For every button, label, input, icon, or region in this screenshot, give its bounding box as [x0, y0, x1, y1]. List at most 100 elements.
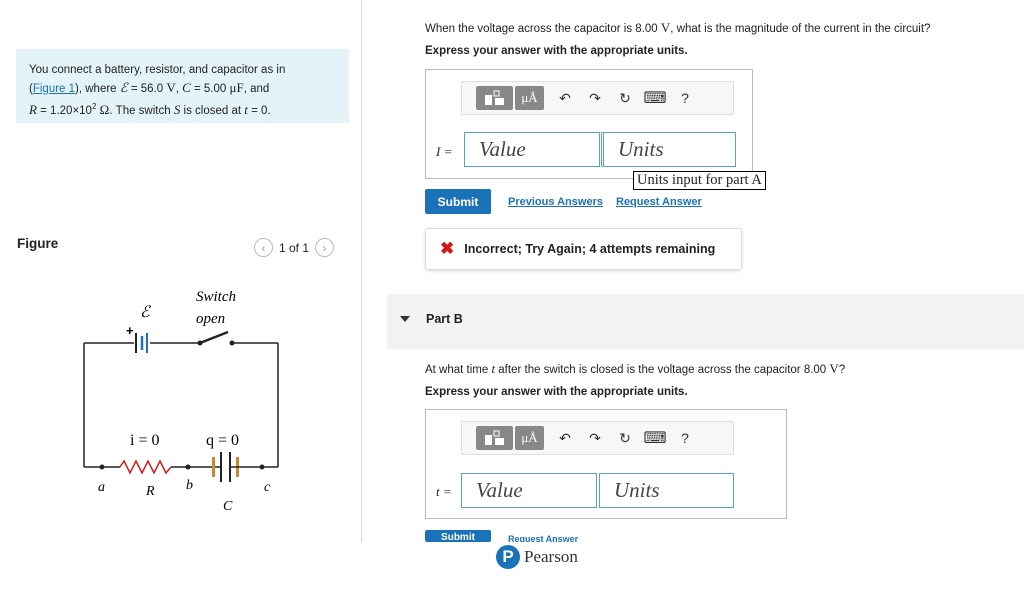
emf-label: ℰ: [140, 304, 152, 321]
question-unit: V: [660, 20, 671, 35]
part-b-toolbar: μÅ ↶ ↷ ↻ ⌨ ?: [461, 421, 734, 455]
panel-divider: [361, 0, 362, 542]
switch-open-label: open: [196, 311, 225, 327]
redo-icon[interactable]: ↷: [589, 89, 601, 106]
collapse-triangle-icon[interactable]: [400, 316, 410, 322]
problem-text: = 0.: [247, 104, 271, 117]
part-a-value-input[interactable]: Value: [464, 132, 600, 167]
units-icon: μÅ: [521, 430, 538, 445]
node-c: [259, 464, 265, 470]
right-panel: When the voltage across the capacitor is…: [387, 0, 1024, 598]
feedback-text: Incorrect; Try Again; 4 attempts remaini…: [464, 242, 716, 256]
part-b-variable: t =: [436, 484, 452, 499]
templates-button[interactable]: [476, 86, 513, 110]
pager-count: 1 of 1: [279, 240, 310, 255]
part-a-variable: I =: [436, 144, 453, 159]
problem-text: . The switch: [109, 104, 174, 117]
undo-icon[interactable]: ↶: [559, 89, 571, 106]
resistance-symbol: R: [29, 101, 37, 117]
resistance-exponent: 2: [91, 102, 97, 111]
incorrect-icon: ✖: [440, 239, 455, 258]
time-symbol: t: [491, 361, 496, 376]
charge-label: q = 0: [206, 432, 239, 449]
units-button[interactable]: μÅ: [515, 426, 544, 450]
part-a-question: When the voltage across the capacitor is…: [425, 20, 930, 36]
reset-icon[interactable]: ↻: [619, 89, 631, 106]
resistance-value: = 1.20×10: [36, 104, 92, 117]
node-c-label: c: [264, 480, 271, 495]
redo-icon[interactable]: ↷: [589, 429, 601, 446]
part-a-units-input[interactable]: Units: [601, 132, 736, 167]
problem-text: , and: [243, 83, 270, 95]
part-b-request-answer-link[interactable]: Request Answer: [508, 535, 579, 542]
question-text: ?: [838, 364, 846, 376]
part-a-instructions: Express your answer with the appropriate…: [425, 45, 688, 57]
node-b-label: b: [186, 478, 193, 493]
chevron-right-icon: ›: [322, 240, 327, 255]
next-figure-button[interactable]: ›: [315, 238, 335, 257]
part-b-header[interactable]: [387, 294, 1024, 349]
problem-text: is closed at: [180, 104, 245, 117]
resistor-label: R: [145, 484, 155, 499]
question-text: When the voltage across the capacitor is…: [425, 23, 661, 35]
prev-figure-button[interactable]: ‹: [254, 238, 273, 257]
capacitance-value: = 5.00: [190, 83, 230, 95]
figure-heading: Figure: [17, 236, 59, 251]
problem-text: ), where: [75, 83, 120, 95]
request-answer-link[interactable]: Request Answer: [616, 196, 702, 208]
emf-value: = 56.0: [127, 83, 167, 95]
templates-button[interactable]: [476, 426, 513, 450]
templates-icon: [484, 90, 504, 105]
part-b-question: At what time t after the switch is close…: [425, 361, 845, 377]
part-b-units-input[interactable]: Units: [599, 473, 734, 508]
figure-pager: ‹ 1 of 1 ›: [254, 238, 335, 257]
previous-answers-link[interactable]: Previous Answers: [508, 196, 603, 208]
reset-icon[interactable]: ↻: [619, 429, 631, 446]
figure-link[interactable]: Figure 1: [32, 83, 76, 95]
templates-icon: [484, 430, 504, 445]
part-b-value-input[interactable]: Value: [461, 473, 597, 508]
question-text: after the switch is closed is the voltag…: [495, 364, 830, 376]
switch-contact: [229, 340, 235, 346]
problem-statement: You connect a battery, resistor, and cap…: [16, 49, 349, 123]
pearson-logo: P Pearson: [496, 545, 584, 569]
keyboard-icon[interactable]: ⌨: [643, 90, 667, 107]
question-unit: V: [829, 361, 839, 376]
resistance-unit: Ω: [99, 101, 110, 117]
current-label: i = 0: [130, 432, 159, 449]
undo-icon[interactable]: ↶: [559, 429, 571, 446]
part-a-answer-box: μÅ ↶ ↷ ↻ ⌨ ? I = Value Units: [425, 69, 753, 179]
emf-unit: V: [166, 80, 176, 95]
keyboard-icon[interactable]: ⌨: [643, 430, 667, 447]
help-icon[interactable]: ?: [681, 90, 689, 106]
problem-text: You connect a battery, resistor, and cap…: [29, 64, 286, 76]
pearson-p-icon: P: [496, 545, 520, 569]
question-text: , what is the magnitude of the current i…: [670, 23, 931, 35]
units-tooltip: Units input for part A: [633, 171, 766, 190]
part-b-answer-box: μÅ ↶ ↷ ↻ ⌨ ? t = Value Units: [425, 409, 787, 519]
battery-plus: +: [126, 323, 134, 338]
capacitance-symbol: C: [182, 80, 191, 95]
part-a-submit-button[interactable]: Submit: [425, 189, 491, 214]
help-icon[interactable]: ?: [681, 430, 689, 446]
chevron-left-icon: ‹: [261, 240, 266, 255]
emf-symbol: ℰ: [119, 80, 128, 95]
part-a-toolbar: μÅ ↶ ↷ ↻ ⌨ ?: [461, 81, 734, 115]
part-a-feedback: ✖ Incorrect; Try Again; 4 attempts remai…: [425, 228, 742, 270]
capacitor-dielectric-left: [212, 457, 215, 477]
switch-symbol: S: [173, 101, 181, 117]
part-b-title[interactable]: Part B: [426, 312, 463, 326]
part-b-submit-button[interactable]: Submit: [425, 530, 491, 542]
capacitance-unit: μF: [229, 80, 244, 95]
node-b: [185, 464, 191, 470]
switch-blade: [199, 330, 229, 345]
time-symbol: t: [244, 101, 248, 117]
resistor: [119, 459, 172, 475]
units-button[interactable]: μÅ: [515, 86, 544, 110]
circuit-diagram: + ℰ Switch open i = 0 q = 0 a b c R C: [83, 289, 279, 514]
part-b-instructions: Express your answer with the appropriate…: [425, 386, 688, 398]
units-icon: μÅ: [521, 90, 538, 105]
capacitor-label: C: [223, 499, 233, 514]
switch-label: Switch: [196, 289, 236, 305]
pearson-brand: Pearson: [524, 547, 578, 566]
